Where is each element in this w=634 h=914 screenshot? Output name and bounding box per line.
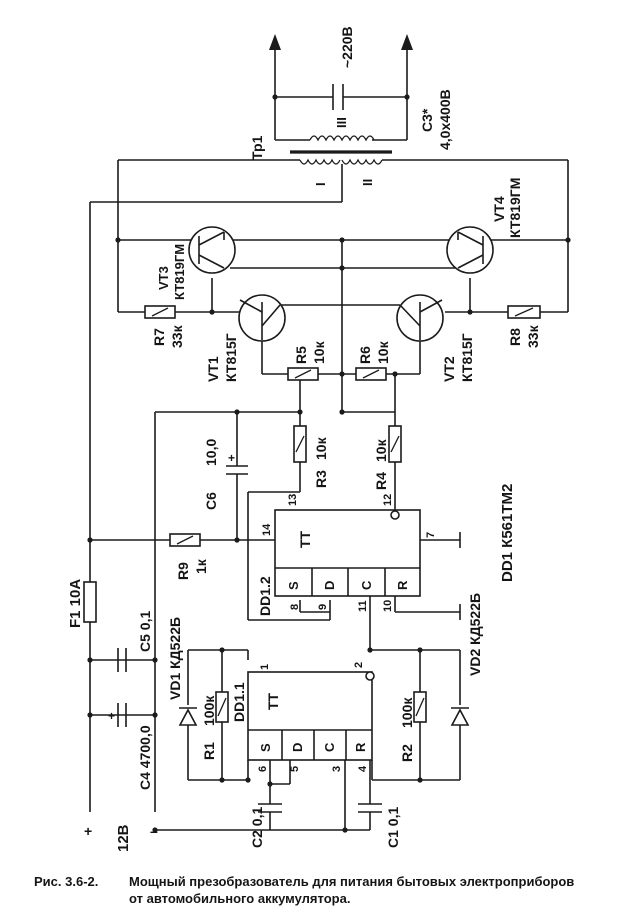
label-ac-out: ~220В [339,26,355,68]
label-12v: 12В [115,824,132,852]
label-r3-value: 10к [313,436,329,460]
label-vt1-ref: VT1 [205,356,221,382]
diode-vd2 [450,707,470,726]
label-c3-value: 4,0x400В [437,89,453,150]
label-tt-lower: TT [265,692,281,710]
label-pin-r-lower: R [353,742,368,752]
label-vt3-ref: VT3 [156,266,171,290]
label-c4: C4 4700,0 [137,725,153,790]
diode-vd1 [178,707,198,726]
wiring [89,48,569,831]
label-tt-upper: TT [297,530,313,548]
label-vd2: VD2 КД522Б [467,593,483,676]
label-r5-ref: R5 [293,346,309,364]
label-pin-9: 9 [317,604,329,610]
caption-number: Рис. 3.6-2. [34,874,99,889]
label-vt3-type: КТ819ГМ [172,244,187,300]
label-r8-ref: R8 [507,328,523,346]
label-r2-ref: R2 [399,744,415,762]
label-r6-ref: R6 [357,346,373,364]
label-pin-d-lower: D [290,743,305,752]
label-c6-plus: + [228,451,235,465]
label-pin-1: 1 [259,664,271,670]
label-r5-value: 10к [311,340,327,364]
label-c2: C2 0,1 [249,807,265,848]
label-pin-r-upper: R [395,580,410,590]
label-pin-12: 12 [382,494,394,506]
label-pin-10: 10 [382,600,394,612]
caption-text: Мощный презобразователь для питания быто… [129,874,575,906]
label-pin-8: 8 [289,604,301,610]
label-vt2-type: КТ815Г [459,333,475,382]
label-c3-ref: C3* [419,108,435,132]
junction-dots [87,94,571,833]
label-r7-value: 33к [169,324,185,348]
label-plus-terminal: + [84,823,92,839]
label-pin-6: 6 [257,766,269,772]
label-vt2-ref: VT2 [441,356,457,382]
label-winding-2: II [360,179,375,186]
label-pin-d-upper: D [322,581,337,590]
label-r1-value: 100к [201,695,217,726]
label-r4-value: 10к [373,438,389,462]
label-vt1-type: КТ815Г [223,333,239,382]
label-minus-terminal: – [150,823,158,839]
label-c5: C5 0,1 [137,611,153,652]
label-f1: F1 10А [67,579,84,628]
labels: ~220В C3* 4,0x400В Тр1 III I II VT3 КТ81… [67,26,541,852]
label-pin-4: 4 [357,765,369,772]
label-c6-value: 10,0 [203,439,219,466]
label-r6-value: 10к [375,340,391,364]
label-dd1: DD1 К561ТМ2 [499,484,516,582]
label-r9-value: 1к [193,558,209,574]
label-r8-value: 33к [525,324,541,348]
label-vt4-type: КТ819ГМ [507,178,523,238]
label-pin-c-lower: C [322,742,337,752]
label-pin-s-lower: S [258,743,273,752]
label-vt4-ref: VT4 [491,196,507,222]
output-arrow-left [269,34,281,50]
label-tr1: Тр1 [249,135,265,160]
ic-dd1-2 [274,509,421,597]
output-arrow-right [401,34,413,50]
label-r2-value: 100к [399,697,415,728]
label-pin-7: 7 [425,532,437,538]
label-dd1-2: DD1.2 [257,576,273,616]
transistor-vt1 [238,294,286,342]
ic-dd1-1 [247,671,375,761]
transistor-vt4 [446,226,494,274]
label-r9-ref: R9 [175,562,191,580]
label-dd1-1: DD1.1 [231,682,247,722]
label-winding-3: III [334,117,349,128]
resistors [83,305,541,723]
label-pin-5: 5 [289,766,301,772]
label-c4-plus: + [108,709,115,723]
label-winding-1: I [313,182,328,186]
label-c6-ref: C6 [203,492,219,510]
label-pin-13: 13 [287,494,299,506]
label-r7-ref: R7 [151,328,167,346]
label-r4-ref: R4 [373,472,389,490]
label-pin-3: 3 [331,766,343,772]
transistor-vt3 [188,226,236,274]
label-pin-c-upper: C [359,580,374,590]
label-pin-14: 14 [261,523,273,536]
transistor-vt2 [396,294,444,342]
label-pin-2: 2 [353,662,365,668]
label-pin-s-upper: S [286,581,301,590]
label-r1-ref: R1 [201,742,217,760]
label-pin-11: 11 [357,600,369,612]
label-r3-ref: R3 [313,470,329,488]
label-vd1: VD1 КД522Б [167,617,183,700]
label-c1: C1 0,1 [385,807,401,848]
circuit-schematic: ~220В C3* 4,0x400В Тр1 III I II VT3 КТ81… [67,26,571,852]
